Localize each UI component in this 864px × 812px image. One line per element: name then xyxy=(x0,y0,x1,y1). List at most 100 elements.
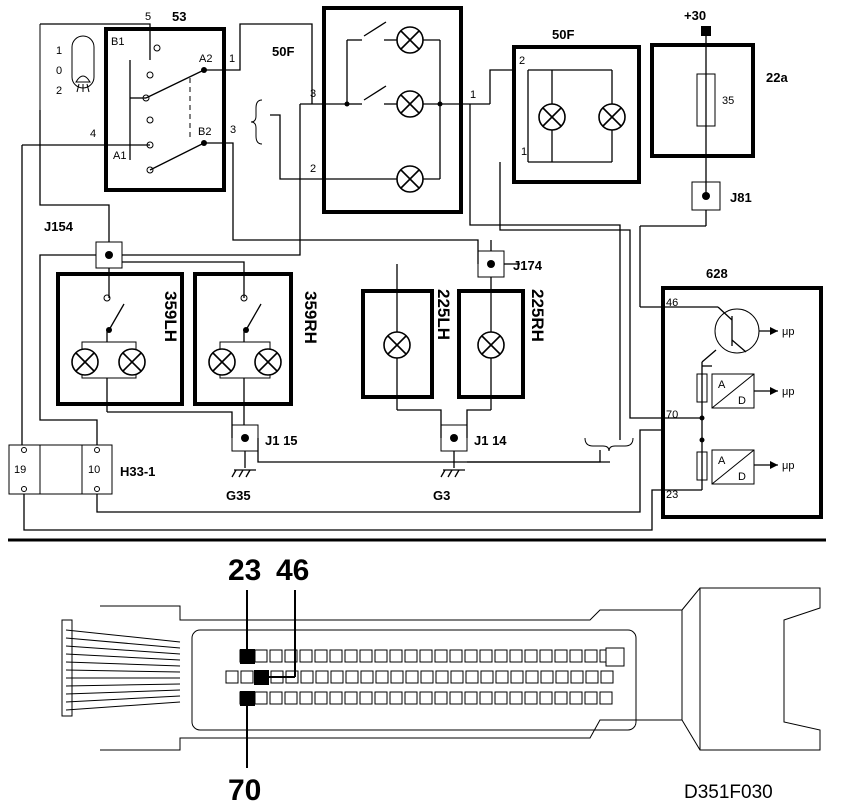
connector-pin xyxy=(374,691,388,705)
connector-pin xyxy=(419,691,433,705)
connector-pin xyxy=(554,691,568,705)
knob-pos-1: 1 xyxy=(56,45,62,57)
label-up-1: μp xyxy=(782,326,794,338)
connector-pin xyxy=(359,649,373,663)
connector-pin xyxy=(600,670,614,684)
pin-50f-3: 3 xyxy=(310,88,316,100)
pin-50f-1: 1 xyxy=(470,89,476,101)
connector-pin xyxy=(480,670,494,684)
connector-pin xyxy=(525,670,539,684)
connector-pin xyxy=(315,670,329,684)
label-359rh: 359RH xyxy=(301,291,320,344)
lamp-unit-225lh: 225LH xyxy=(361,264,453,410)
connector-pin xyxy=(404,649,418,663)
fuse-box-22a: +30 22a 35 xyxy=(650,8,788,196)
connector-pin xyxy=(464,649,478,663)
pin-46: 46 xyxy=(666,297,678,309)
diagram-code: D351F030 xyxy=(684,782,773,803)
connector-pin xyxy=(509,691,523,705)
junction-j154: J154 xyxy=(44,219,123,269)
connector-pin xyxy=(509,649,523,663)
connector-pin xyxy=(405,670,419,684)
callout-70: 70 xyxy=(228,774,261,807)
connector-pin xyxy=(329,691,343,705)
connector-pin xyxy=(450,670,464,684)
connector-pin xyxy=(570,670,584,684)
label-j154: J154 xyxy=(44,219,74,234)
label-fuse-35: 35 xyxy=(722,95,734,107)
connector-pin xyxy=(494,649,508,663)
connector-pin xyxy=(555,670,569,684)
connector-pin xyxy=(479,649,493,663)
connector-pin xyxy=(540,670,554,684)
pin-70: 70 xyxy=(666,409,678,421)
dial-knob: 1 0 2 xyxy=(39,24,95,110)
callout-23: 23 xyxy=(228,554,261,587)
label-j114: J1 14 xyxy=(474,433,507,448)
connector-pin xyxy=(435,670,449,684)
connector-pin xyxy=(345,670,359,684)
connector-pin xyxy=(584,691,598,705)
junction-j115: J1 15 G35 xyxy=(226,424,298,503)
lamp-group-50f-left: 50F 3 2 1 xyxy=(272,6,490,214)
connector-pin xyxy=(314,649,328,663)
pin-50f-right-1: 1 xyxy=(521,146,527,158)
label-j81: J81 xyxy=(730,190,752,205)
pin-5: 5 xyxy=(145,11,151,23)
pin-23-marker xyxy=(240,649,255,664)
connector-pin xyxy=(389,691,403,705)
connector-pin xyxy=(449,649,463,663)
connector-pin xyxy=(510,670,524,684)
connector-pin xyxy=(494,691,508,705)
pin-10: 10 xyxy=(88,464,100,476)
connector-pin xyxy=(584,649,598,663)
callout-46: 46 xyxy=(276,554,309,587)
pin-46-marker xyxy=(254,670,269,685)
connector-pin xyxy=(434,649,448,663)
svg-text:A: A xyxy=(718,379,726,391)
connector-pin xyxy=(464,691,478,705)
connector-pin xyxy=(539,691,553,705)
connector-pin xyxy=(314,691,328,705)
pin-b2: B2 xyxy=(198,126,211,138)
connector-pin xyxy=(344,691,358,705)
connector-pin xyxy=(360,670,374,684)
connector-pin xyxy=(419,649,433,663)
connector-pin xyxy=(465,670,479,684)
connector-pin xyxy=(390,670,404,684)
connector-pin xyxy=(254,691,268,705)
pin-70-marker xyxy=(240,691,255,706)
connector-pin xyxy=(420,670,434,684)
pin-3: 3 xyxy=(230,124,236,136)
connector-pin-large xyxy=(605,647,625,667)
label-359lh: 359LH xyxy=(161,291,180,342)
lamp-group-50f-right: 50F 2 1 xyxy=(512,27,641,184)
label-53: 53 xyxy=(172,9,186,24)
connector-pin xyxy=(495,670,509,684)
connector-pin xyxy=(269,691,283,705)
connector-pin xyxy=(299,691,313,705)
connector-h33-1: 19 10 H33-1 xyxy=(8,444,155,495)
ecu-connector: 23 46 70 xyxy=(61,554,821,807)
connector-pin xyxy=(599,691,613,705)
label-g3: G3 xyxy=(433,488,450,503)
connector-pin-grid xyxy=(225,647,625,705)
connector-pin xyxy=(284,691,298,705)
label-225rh: 225RH xyxy=(528,289,547,342)
label-g35: G35 xyxy=(226,488,251,503)
svg-text:D: D xyxy=(738,395,746,407)
label-up-2: μp xyxy=(782,386,794,398)
label-plus-30: +30 xyxy=(684,8,706,23)
connector-pin xyxy=(329,649,343,663)
pin-b1: B1 xyxy=(111,36,124,48)
label-j115: J1 15 xyxy=(265,433,298,448)
connector-pin xyxy=(359,691,373,705)
knob-pos-0: 0 xyxy=(56,65,62,77)
connector-pin xyxy=(375,670,389,684)
label-h33-1: H33-1 xyxy=(120,464,155,479)
pin-a1: A1 xyxy=(113,150,126,162)
label-50f-right: 50F xyxy=(552,27,574,42)
connector-pin xyxy=(585,670,599,684)
label-628: 628 xyxy=(706,266,728,281)
